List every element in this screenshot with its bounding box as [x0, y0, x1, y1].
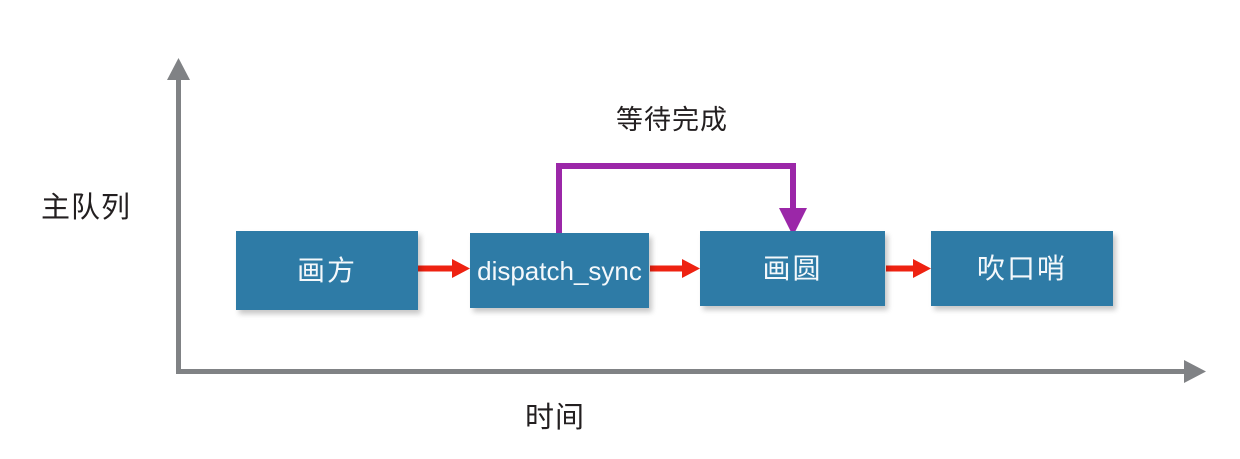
task-box-whistle-label: 吹口哨	[976, 252, 1067, 284]
x-axis-arrowhead	[1184, 360, 1206, 383]
y-axis-label: 主队列	[41, 192, 132, 224]
task-box-draw-square[interactable]: 画方	[236, 231, 418, 310]
x-axis-label: 时间	[525, 402, 586, 434]
flow-arrow-draw-square-to-dispatch-sync	[418, 259, 470, 278]
task-box-draw-circle-label: 画圆	[762, 252, 823, 284]
wait-annotation-label: 等待完成	[616, 105, 728, 135]
task-box-draw-square-label: 画方	[296, 254, 357, 286]
task-box-dispatch-sync[interactable]: dispatch_sync	[470, 233, 649, 308]
task-box-dispatch-sync-label: dispatch_sync	[477, 255, 642, 286]
flow-arrow-draw-circle-to-whistle	[886, 259, 931, 278]
y-axis-arrowhead	[167, 58, 190, 80]
task-box-whistle[interactable]: 吹口哨	[931, 231, 1113, 306]
task-box-draw-circle[interactable]: 画圆	[700, 231, 885, 306]
wait-completion-arrow	[556, 163, 807, 236]
flow-arrow-dispatch-sync-to-draw-circle	[650, 259, 700, 278]
